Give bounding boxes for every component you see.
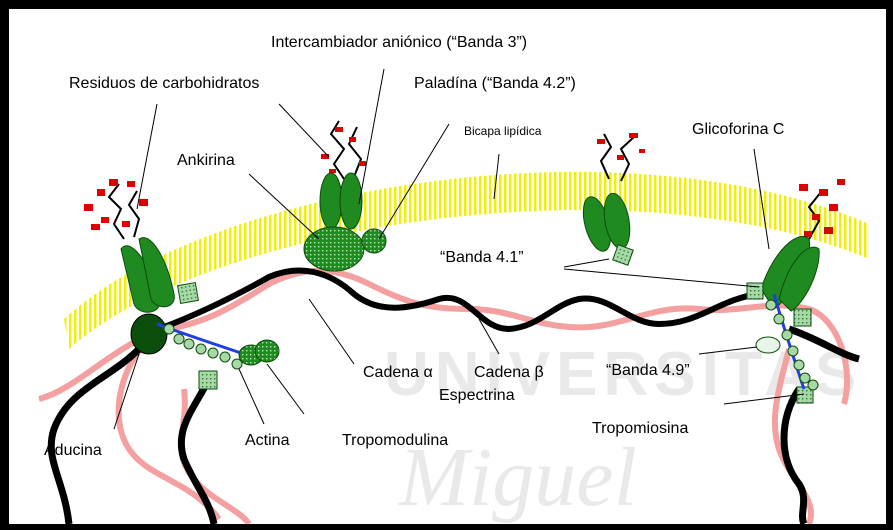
carbohydrate-left xyxy=(109,184,139,239)
spectrin-alpha-strand xyxy=(159,271,759,329)
aducina-protein xyxy=(131,314,167,354)
label-actina: Actina xyxy=(245,432,289,450)
label-glicoforina: Glicoforina C xyxy=(692,121,784,139)
band49-box-right xyxy=(794,309,811,326)
label-cadena-beta: Cadena β xyxy=(474,364,544,382)
band41-box-left xyxy=(178,283,199,304)
label-ankirina: Ankirina xyxy=(177,152,235,170)
label-paladina: Paladína (“Banda 4.2”) xyxy=(414,75,576,93)
label-aducina: Aducina xyxy=(44,442,102,460)
band41-box-lower-left xyxy=(199,371,217,389)
band41-box-right xyxy=(747,283,763,299)
band41-box-center xyxy=(613,245,634,266)
label-tropomiosina: Tropomiosina xyxy=(592,420,688,438)
label-banda41: “Banda 4.1” xyxy=(440,249,524,267)
label-cadena-alpha: Cadena α xyxy=(363,364,433,382)
label-tropomodulina: Tropomodulina xyxy=(342,432,448,450)
label-espectrina: Espectrina xyxy=(439,387,515,405)
band49-ellipse xyxy=(756,337,780,353)
label-residuos: Residuos de carbohidratos xyxy=(69,75,259,93)
tropomodulina-protein xyxy=(239,340,279,365)
label-intercambiador: Intercambiador aniónico (“Banda 3”) xyxy=(271,34,527,52)
label-bicapa: Bicapa lipídica xyxy=(464,122,541,140)
label-banda49: “Banda 4.9” xyxy=(606,362,690,380)
diagram-panel: UNIVERSITAS Miguel xyxy=(9,9,886,524)
